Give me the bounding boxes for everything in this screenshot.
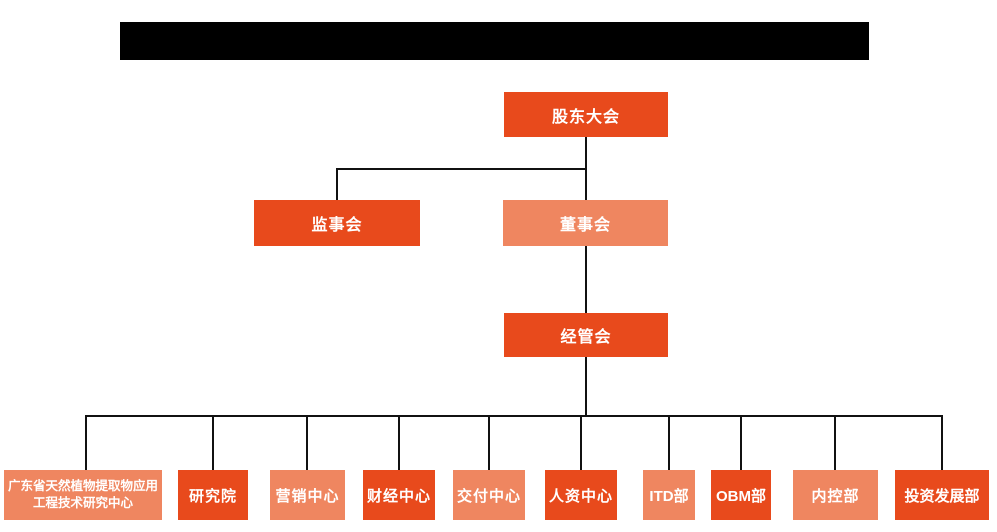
org-node-internal-control-department: 内控部 — [793, 470, 878, 520]
org-node-obm-department: OBM部 — [711, 470, 771, 520]
connector-departments-bus — [85, 415, 943, 417]
org-node-marketing-center: 营销中心 — [270, 470, 345, 520]
connector-drop-itd-dept — [668, 415, 670, 470]
connector-management-to-bus — [585, 357, 587, 417]
connector-drop-research-institute — [212, 415, 214, 470]
connector-drop-obm-dept — [740, 415, 742, 470]
connector-drop-delivery-center — [488, 415, 490, 470]
org-node-board-of-directors: 董事会 — [503, 200, 668, 246]
org-node-itd-department: ITD部 — [643, 470, 695, 520]
connector-to-supervisory — [336, 168, 338, 201]
org-node-research-institute: 研究院 — [178, 470, 248, 520]
org-node-shareholders-meeting: 股东大会 — [504, 92, 668, 137]
org-node-finance-center: 财经中心 — [363, 470, 435, 520]
org-node-plant-extract-research-center: 广东省天然植物提取物应用工程技术研究中心 — [4, 470, 162, 520]
org-node-management-committee: 经管会 — [504, 313, 668, 357]
connector-drop-hr-center — [580, 415, 582, 470]
org-node-hr-center: 人资中心 — [545, 470, 617, 520]
org-node-investment-development-department: 投资发展部 — [895, 470, 989, 520]
connector-drop-finance-center — [398, 415, 400, 470]
connector-drop-internal-control-dept — [834, 415, 836, 470]
connector-branch-horizontal — [336, 168, 587, 170]
connector-drop-research-center — [85, 415, 87, 470]
org-node-delivery-center: 交付中心 — [453, 470, 525, 520]
connector-drop-marketing-center — [306, 415, 308, 470]
connector-drop-investment-dev-dept — [941, 415, 943, 470]
connector-board-to-management — [585, 246, 587, 314]
redacted-title-bar — [120, 22, 869, 60]
org-node-supervisory-board: 监事会 — [254, 200, 420, 246]
